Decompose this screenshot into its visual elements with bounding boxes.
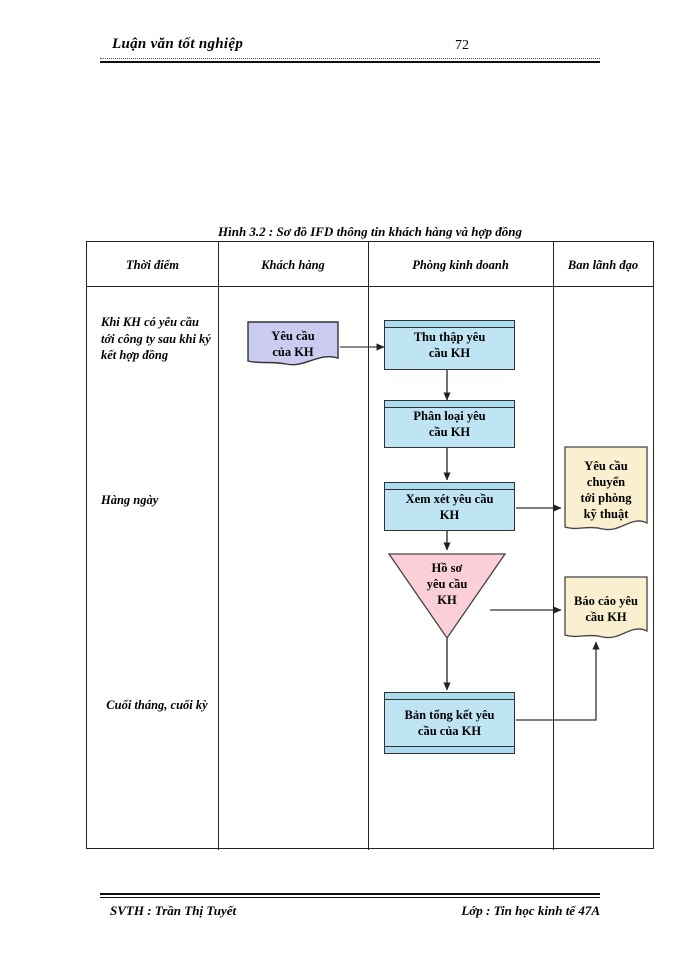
node-classify-line1: Phân loại yêu <box>413 409 486 423</box>
column-header-ban-lanh-dao: Ban lãnh đạo <box>567 258 639 272</box>
column-divider-3 <box>553 242 554 850</box>
node-report-label: Báo cáo yêu cầu KH <box>563 575 649 643</box>
node-store-label: Hồ sơ yêu cầu KH <box>387 552 507 608</box>
node-report-line1: Báo cáo yêu <box>574 594 638 608</box>
row-label-hang-ngay: Hàng ngày <box>101 493 159 507</box>
column-header-thoi-diem: Thời điểm <box>126 258 179 272</box>
node-classify-label: Phân loại yêu cầu KH <box>413 408 485 440</box>
node-transfer-line4: kỹ thuật <box>583 507 629 521</box>
header-rule <box>100 61 600 63</box>
node-store-line2: yêu cầu <box>426 577 468 591</box>
node-request-store[interactable]: Hồ sơ yêu cầu KH <box>387 552 507 640</box>
node-collect-request[interactable]: Thu thập yêu cầu KH <box>384 320 515 370</box>
footer-class: Lớp : Tin học kinh tế 47A <box>461 903 600 918</box>
column-divider-2 <box>368 242 369 850</box>
page-number: 72 <box>455 38 469 53</box>
header-title: Luận văn tốt nghiệp <box>112 36 244 52</box>
document-shape <box>564 446 648 531</box>
column-divider-1 <box>218 242 219 850</box>
document-shape <box>564 576 648 639</box>
footer-author: SVTH : Trần Thị Tuyết <box>110 903 237 918</box>
node-request-label: Yêu cầu của KH <box>246 320 340 368</box>
triangle-store-shape <box>387 553 507 640</box>
node-report-line2: cầu KH <box>585 610 627 624</box>
node-classify-request[interactable]: Phân loại yêu cầu KH <box>384 400 515 448</box>
node-transfer-request-document[interactable]: Yêu cầu chuyển tới phòng kỹ thuật <box>563 445 649 535</box>
process-band-top <box>385 693 514 700</box>
figure-caption: Hình 3.2 : Sơ đồ IFD thông tin khách hàn… <box>217 224 522 239</box>
footer-rule-thin <box>100 897 600 898</box>
node-collect-line2: cầu KH <box>428 346 471 360</box>
ifd-diagram-table: Thời điểm Khách hàng Phòng kinh doanh Ba… <box>86 241 654 850</box>
footer-rule <box>100 893 600 895</box>
node-transfer-label: Yêu cầu chuyển tới phòng kỹ thuật <box>563 445 649 535</box>
node-transfer-line2: chuyển <box>586 475 626 489</box>
column-header-phong-kinh-doanh: Phòng kinh doanh <box>412 258 509 272</box>
node-request-line1: Yêu cầu <box>271 329 315 343</box>
page-footer: SVTH : Trần Thị Tuyết Lớp : Tin học kinh… <box>100 893 600 933</box>
node-store-line3: KH <box>437 593 457 607</box>
process-band-top <box>385 483 514 490</box>
node-summary-report[interactable]: Bản tổng kết yêu cầu của KH <box>384 692 515 754</box>
header-rule-thin <box>100 58 600 59</box>
process-band-top <box>385 321 514 328</box>
node-summary-line1: Bản tổng kết yêu <box>404 708 495 722</box>
process-band-top <box>385 401 514 408</box>
node-review-label: Xem xét yêu cầu KH <box>406 491 494 523</box>
header-row-divider <box>87 286 653 287</box>
node-transfer-line3: tới phòng <box>580 491 632 505</box>
process-band-bottom <box>385 746 514 753</box>
node-request-line2: của KH <box>272 345 314 359</box>
node-collect-line1: Thu thập yêu <box>413 330 486 344</box>
node-report-document[interactable]: Báo cáo yêu cầu KH <box>563 575 649 643</box>
node-review-line2: KH <box>439 507 460 522</box>
node-collect-label: Thu thập yêu cầu KH <box>414 329 486 361</box>
node-summary-line2: cầu của KH <box>417 724 482 738</box>
page-header: Luận văn tốt nghiệp 72 <box>100 36 600 70</box>
node-transfer-line1: Yêu cầu <box>584 459 628 473</box>
node-summary-label: Bản tổng kết yêu cầu của KH <box>405 707 495 739</box>
row-label-cuoi-thang: Cuối tháng, cuối kỳ <box>106 698 208 712</box>
column-header-khach-hang: Khách hàng <box>261 258 325 272</box>
node-store-line1: Hồ sơ <box>431 561 463 575</box>
document-shape <box>247 321 339 366</box>
node-request-document[interactable]: Yêu cầu của KH <box>246 320 340 368</box>
row-label-khi-kh-co-yeu-cau: Khi KH có yêu cầu tới công ty sau khi ký… <box>101 315 211 362</box>
node-review-request[interactable]: Xem xét yêu cầu KH <box>384 482 515 531</box>
node-review-line1: Xem xét yêu cầu <box>405 491 494 506</box>
node-classify-line2: cầu KH <box>428 425 471 439</box>
